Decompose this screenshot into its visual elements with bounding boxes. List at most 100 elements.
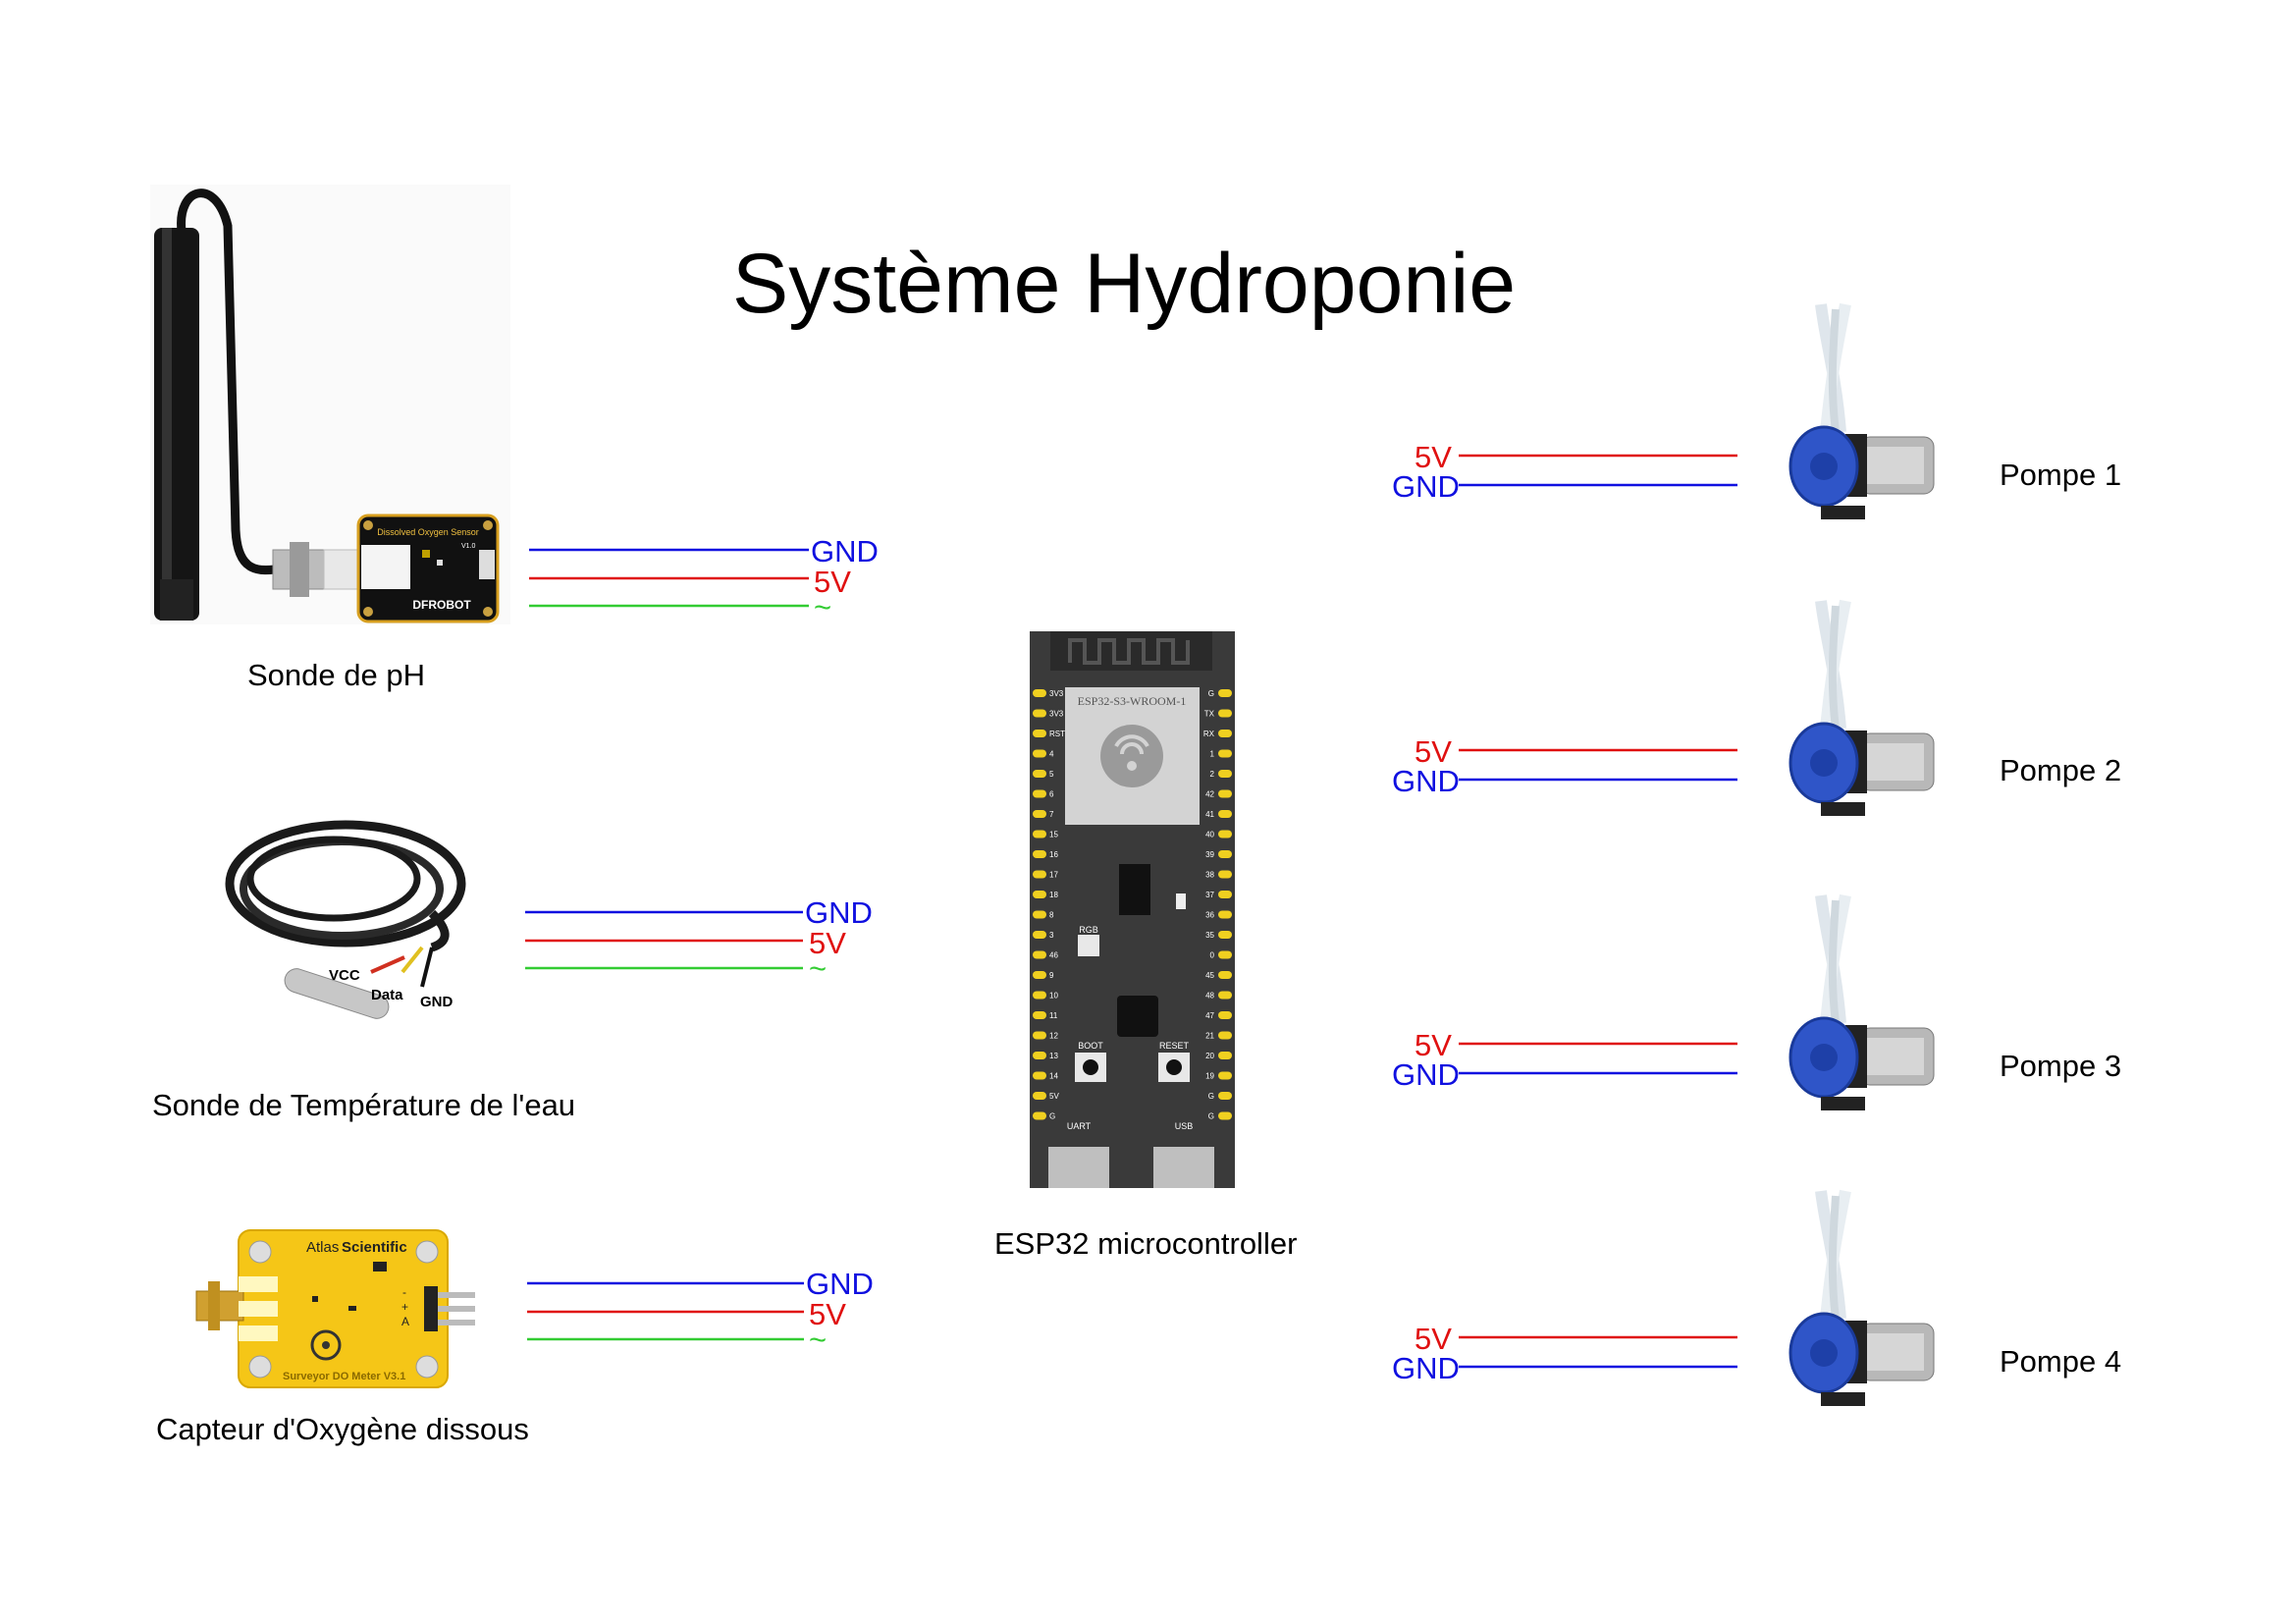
esp32-left-pin-pad bbox=[1033, 931, 1046, 939]
esp32-left-pin-pad bbox=[1033, 850, 1046, 858]
esp32-left-pin-pad bbox=[1033, 789, 1046, 798]
esp32-right-pin-label: 37 bbox=[1205, 891, 1214, 899]
oxygen-5v-label: 5V bbox=[809, 1297, 846, 1331]
esp32-right-pin-pad bbox=[1218, 770, 1232, 778]
esp32-right-pin-pad bbox=[1218, 830, 1232, 839]
esp32-right-pin-label: G bbox=[1208, 689, 1214, 698]
temperature-5v-label: 5V bbox=[809, 926, 846, 960]
page-title: Système Hydroponie bbox=[731, 237, 1517, 331]
esp32-right-pin-label: 40 bbox=[1205, 831, 1214, 839]
pump-4-5v-label: 5V bbox=[1415, 1322, 1452, 1356]
esp32-left-pin-label: 3V3 bbox=[1049, 710, 1064, 719]
esp32-right-pin-label: 48 bbox=[1205, 992, 1214, 1001]
boot-button-label: BOOT bbox=[1078, 1041, 1103, 1051]
esp32-left-pin-pad bbox=[1033, 1031, 1046, 1040]
esp32-right-pin-pad bbox=[1218, 749, 1232, 758]
esp32-left-pin-pad bbox=[1033, 689, 1046, 697]
esp32-left-pin-pad bbox=[1033, 1071, 1046, 1080]
esp32-right-pin-pad bbox=[1218, 891, 1232, 898]
oxygen-gnd-label: GND bbox=[806, 1267, 874, 1301]
uart-port-label: UART bbox=[1067, 1121, 1092, 1131]
atlas-pin-minus: - bbox=[402, 1285, 406, 1299]
esp32-left-pin-label: 3V3 bbox=[1049, 689, 1064, 698]
do-board-label: Dissolved Oxygen Sensor bbox=[377, 527, 479, 537]
pump-images bbox=[1789, 302, 1935, 1406]
pump-1-caption: Pompe 1 bbox=[2000, 458, 2122, 492]
atlas-pin-a: A bbox=[401, 1315, 409, 1328]
esp32-left-pin-pad bbox=[1033, 971, 1046, 979]
controller-caption: ESP32 microcontroller bbox=[994, 1226, 1298, 1261]
sensor-caption-ph: Sonde de pH bbox=[247, 658, 425, 692]
temperature-gnd-label: GND bbox=[805, 895, 873, 930]
esp32-right-pin-label: 19 bbox=[1205, 1072, 1214, 1081]
esp32-right-pin-label: 39 bbox=[1205, 850, 1214, 859]
esp32-right-pin-pad bbox=[1218, 950, 1232, 959]
esp32-right-pin-label: 0 bbox=[1210, 951, 1215, 960]
esp32-left-pin-label: 9 bbox=[1049, 971, 1054, 980]
dfrobot-logo: DFROBOT bbox=[412, 598, 471, 612]
esp32-right-pin-label: G bbox=[1208, 1112, 1214, 1121]
probe-wire-data: Data bbox=[371, 987, 403, 1003]
esp32-right-pin-pad bbox=[1218, 870, 1232, 879]
esp32-left-pin-pad bbox=[1033, 770, 1046, 778]
pump-3-caption: Pompe 3 bbox=[2000, 1049, 2122, 1083]
esp32-right-pin-label: 36 bbox=[1205, 911, 1214, 920]
esp32-left-pin-label: 12 bbox=[1049, 1032, 1058, 1041]
esp32-left-pin-label: 7 bbox=[1049, 810, 1054, 819]
esp32-right-pin-pad bbox=[1218, 810, 1232, 818]
esp32-left-pin-label: 18 bbox=[1049, 891, 1058, 899]
esp32-right-pin-label: RX bbox=[1203, 730, 1215, 738]
pump-2-5v-label: 5V bbox=[1415, 734, 1452, 769]
esp32-left-pin-label: 11 bbox=[1049, 1011, 1058, 1020]
esp32-right-pin-label: 21 bbox=[1205, 1032, 1214, 1041]
esp32-left-pin-label: 4 bbox=[1049, 750, 1054, 759]
pump-icon bbox=[1789, 893, 1935, 1110]
ph-gnd-label: GND bbox=[811, 534, 879, 568]
esp32-left-pin-label: 10 bbox=[1049, 992, 1058, 1001]
esp32-left-pin-pad bbox=[1033, 749, 1046, 758]
ph-5v-label: 5V bbox=[814, 565, 851, 599]
wires bbox=[525, 454, 1737, 1369]
esp32-left-pin-label: 5 bbox=[1049, 770, 1054, 779]
atlas-model: Surveyor DO Meter V3.1 bbox=[283, 1371, 405, 1382]
oxygen-sensor-image: Atlas Scientific Surveyor DO Meter V3.1 … bbox=[195, 1229, 475, 1388]
esp32-left-pin-label: 5V bbox=[1049, 1092, 1059, 1101]
esp32-right-pin-pad bbox=[1218, 1111, 1232, 1120]
pump-icon bbox=[1789, 302, 1935, 519]
temperature-data-label: ~ bbox=[809, 951, 828, 986]
pump-2-gnd-label: GND bbox=[1392, 764, 1460, 798]
atlas-brand: Atlas bbox=[306, 1239, 339, 1256]
esp32-right-pin-pad bbox=[1218, 1011, 1232, 1019]
esp32-left-pin-pad bbox=[1033, 730, 1046, 737]
esp32-left-pin-pad bbox=[1033, 891, 1046, 898]
do-board-version: V1.0 bbox=[461, 543, 476, 550]
esp32-right-pin-pad bbox=[1218, 850, 1232, 858]
esp32-left-pin-label: 46 bbox=[1049, 951, 1058, 960]
pump-2-caption: Pompe 2 bbox=[2000, 753, 2122, 787]
esp32-right-pin-label: 38 bbox=[1205, 871, 1214, 880]
esp32-right-pin-label: 47 bbox=[1205, 1011, 1214, 1020]
esp32-right-pin-pad bbox=[1218, 709, 1232, 718]
esp32-left-pin-pad bbox=[1033, 870, 1046, 879]
esp32-left-pin-label: 14 bbox=[1049, 1072, 1058, 1081]
atlas-brand-2: Scientific bbox=[342, 1239, 407, 1256]
esp32-left-pin-label: 8 bbox=[1049, 911, 1054, 920]
pump-icon bbox=[1789, 599, 1935, 816]
oxygen-data-label: ~ bbox=[809, 1323, 828, 1357]
esp32-left-pin-pad bbox=[1033, 1011, 1046, 1019]
pump-icon bbox=[1789, 1189, 1935, 1406]
esp32-left-pin-label: G bbox=[1049, 1112, 1055, 1121]
esp32-left-pin-pad bbox=[1033, 950, 1046, 959]
esp32-right-pin-label: 41 bbox=[1205, 810, 1214, 819]
esp32-right-pin-label: 42 bbox=[1205, 790, 1214, 799]
esp32-module-label: ESP32-S3-WROOM-1 bbox=[1078, 694, 1187, 708]
esp32-left-pin-label: 6 bbox=[1049, 790, 1054, 799]
esp32-left-pin-pad bbox=[1033, 709, 1046, 718]
esp32-right-pin-pad bbox=[1218, 1052, 1232, 1059]
esp32-left-pin-pad bbox=[1033, 991, 1046, 1000]
sensor-caption-oxygen: Capteur d'Oxygène dissous bbox=[156, 1412, 529, 1446]
probe-wire-vcc: VCC bbox=[329, 967, 360, 984]
ph-data-label: ~ bbox=[814, 590, 832, 624]
esp32-left-pin-pad bbox=[1033, 1092, 1046, 1100]
esp32-right-pin-pad bbox=[1218, 991, 1232, 1000]
